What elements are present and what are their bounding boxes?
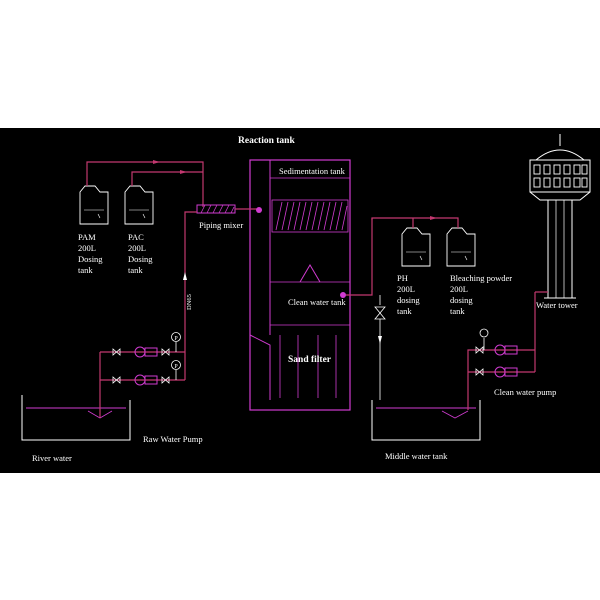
ph-name: PH [397,273,408,283]
pam-dosing-tank [79,185,109,225]
piping-mixer [196,204,262,214]
pam-line3: Dosing [78,254,103,264]
pam-line4: tank [78,265,93,275]
clean-water-pump-1 [467,328,535,395]
river-water-label: River water [32,453,72,463]
bleaching-name: Bleaching powder [450,273,512,283]
bleaching-tank-text: Bleaching powder 200L dosing tank [450,273,512,316]
ph-tank-text: PH 200L dosing tank [397,273,420,316]
pam-volume: 200L [78,243,96,253]
pipe-size-label: DN65 [186,294,193,310]
ph-line3: dosing [397,295,420,305]
reaction-tank [249,159,351,411]
raw-water-pump-label: Raw Water Pump [143,434,203,444]
middle-water-tank-label: Middle water tank [385,451,448,461]
water-tower [529,134,591,300]
pac-tank-text: PAC 200L Dosing tank [128,232,153,275]
clean-water-pump-2 [467,300,536,410]
bleaching-line4: tank [450,306,465,316]
bleaching-powder-dosing-tank [446,227,476,267]
piping-mixer-label: Piping mixer [199,220,243,230]
pac-line3: Dosing [128,254,153,264]
ph-line4: tank [397,306,412,316]
reaction-tank-label: Reaction tank [238,136,295,146]
water-tower-label: Water tower [536,300,578,310]
raw-water-pump-2 [100,360,185,386]
clean-water-transfer-pipe [340,216,459,400]
pam-tank-text: PAM 200L Dosing tank [78,232,103,275]
pressure-gauge-label-2: P [174,364,178,370]
bleaching-volume: 200L [450,284,468,294]
pac-line4: tank [128,265,143,275]
clean-water-tank-label: Clean water tank [288,297,346,307]
river-water-basin [21,395,131,441]
clean-water-pump-label: Clean water pump [494,387,556,397]
ph-dosing-tank [401,227,431,267]
middle-water-tank [371,400,481,441]
pam-name: PAM [78,232,96,242]
pressure-gauge-label-1: P [174,336,178,342]
pac-name: PAC [128,232,144,242]
left-dosing-pipes [86,160,204,207]
sedimentation-tank-label: Sedimentation tank [279,166,346,176]
ph-volume: 200L [397,284,415,294]
bleaching-line3: dosing [450,295,473,305]
raw-water-main-pipe [183,211,197,380]
pac-dosing-tank [124,185,154,225]
raw-water-pump-1 [99,332,185,400]
pac-volume: 200L [128,243,146,253]
sand-filter-label: Sand filter [288,355,332,365]
